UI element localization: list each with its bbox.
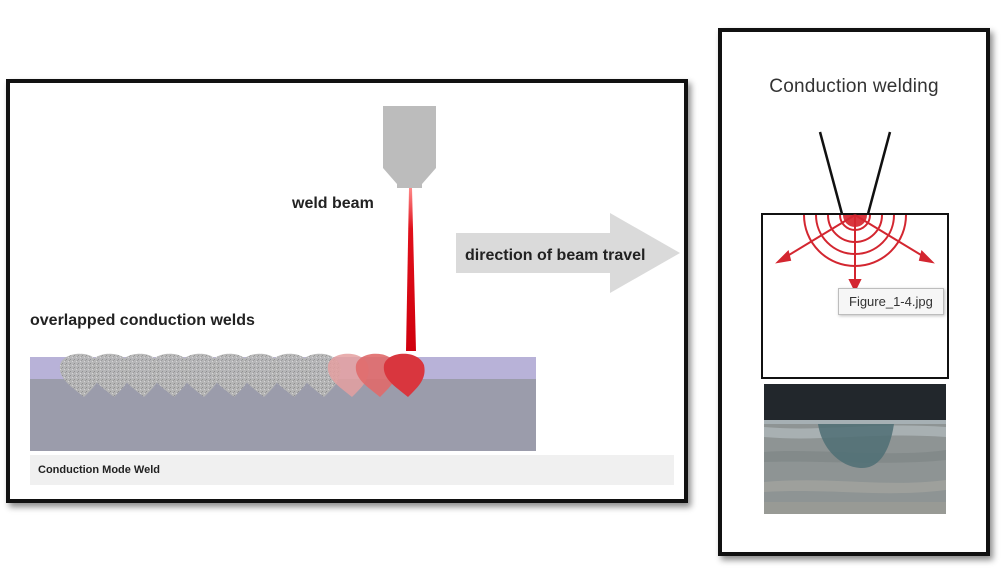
weld-head-icon (383, 106, 436, 188)
direction-of-travel-label: direction of beam travel (465, 247, 646, 264)
conduction-mode-weld-panel: weld beam overlapped conduction welds di… (6, 79, 688, 503)
conduction-weld-illustration (30, 106, 680, 451)
beam-line-left (818, 131, 844, 215)
weld-beam-label: weld beam (292, 195, 374, 212)
figure-title: Conduction welding (769, 76, 939, 97)
heat-flow-arrows (775, 214, 935, 293)
conduction-welding-figure-panel: Conduction welding (718, 28, 990, 556)
caption-text: Conduction Mode Weld (38, 464, 161, 476)
weld-cross-section-photo (764, 384, 946, 514)
overlapped-welds-label: overlapped conduction welds (30, 312, 255, 329)
direction-arrow-icon (456, 213, 680, 293)
weld-beam (406, 188, 416, 351)
caption-bar: Conduction Mode Weld (30, 455, 674, 485)
overlapped-weld-nuggets (59, 353, 425, 397)
filename-tooltip: Figure_1-4.jpg (838, 288, 944, 315)
beam-line-right (866, 131, 892, 215)
